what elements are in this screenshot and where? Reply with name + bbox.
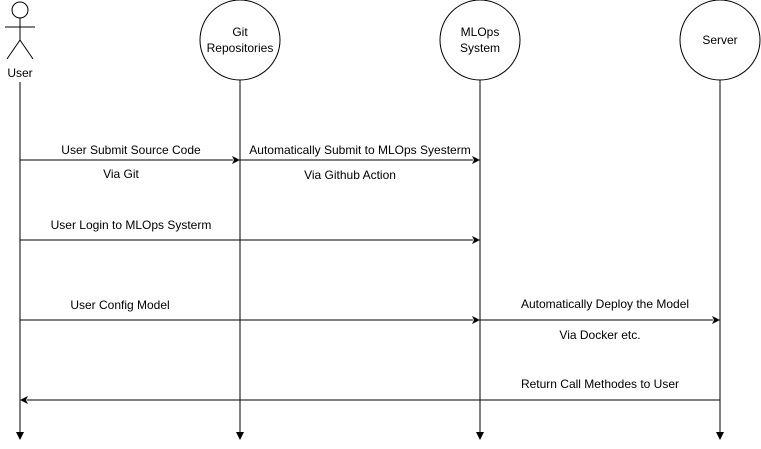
lifeline-user-end-arrow (16, 432, 24, 440)
message-user-login: User Login to MLOps Systerm (20, 218, 480, 244)
participant-git-repositories: Git Repositories (199, 0, 281, 81)
actor-head (11, 1, 29, 19)
message-arrowhead (472, 316, 480, 324)
message-label: User Config Model (70, 298, 169, 312)
lifeline-git-end-arrow (236, 432, 244, 440)
message-label: User Submit Source Code (61, 143, 201, 157)
message-return-call-methodes: Return Call Methodes to User (20, 377, 720, 404)
participant-mlops-system: MLOps System (439, 0, 521, 81)
message-label: Return Call Methodes to User (521, 377, 679, 391)
participant-label: User (7, 66, 32, 80)
message-arrowhead (712, 316, 720, 324)
message-label: Automatically Deploy the Model (521, 297, 689, 311)
actor-right-leg (19, 39, 34, 60)
message-label: Automatically Submit to MLOps Syesterm (249, 143, 470, 157)
message-note: Via Github Action (304, 168, 396, 182)
message-user-config-model: User Config Model (20, 298, 480, 324)
lifelines (16, 80, 724, 440)
participant-circle (679, 0, 761, 81)
stick-figure-icon (5, 1, 35, 60)
participant-circle (199, 0, 281, 81)
message-arrowhead (472, 156, 480, 164)
participant-circle (439, 0, 521, 81)
actor-left-leg (6, 39, 21, 60)
lifeline-server-end-arrow (716, 432, 724, 440)
participant-label: Server (702, 33, 737, 47)
participant-label-line-2: Repositories (207, 41, 274, 55)
message-submit-to-mlops: Automatically Submit to MLOps Syesterm V… (240, 143, 480, 182)
message-arrowhead (472, 236, 480, 244)
message-submit-source-code: User Submit Source Code Via Git (20, 143, 240, 181)
participant-server: Server (679, 0, 761, 81)
participant-label-line-1: MLOps (461, 25, 500, 39)
message-arrowhead (20, 396, 28, 404)
message-note: Via Docker etc. (559, 328, 640, 342)
participant-user: User (5, 1, 35, 80)
message-deploy-model: Automatically Deploy the Model Via Docke… (480, 297, 720, 342)
message-arrowhead (232, 156, 240, 164)
participant-label-line-2: System (460, 41, 500, 55)
lifeline-mlops-end-arrow (476, 432, 484, 440)
message-label: User Login to MLOps Systerm (51, 218, 212, 232)
message-note: Via Git (103, 167, 139, 181)
participant-label-line-1: Git (232, 25, 248, 39)
